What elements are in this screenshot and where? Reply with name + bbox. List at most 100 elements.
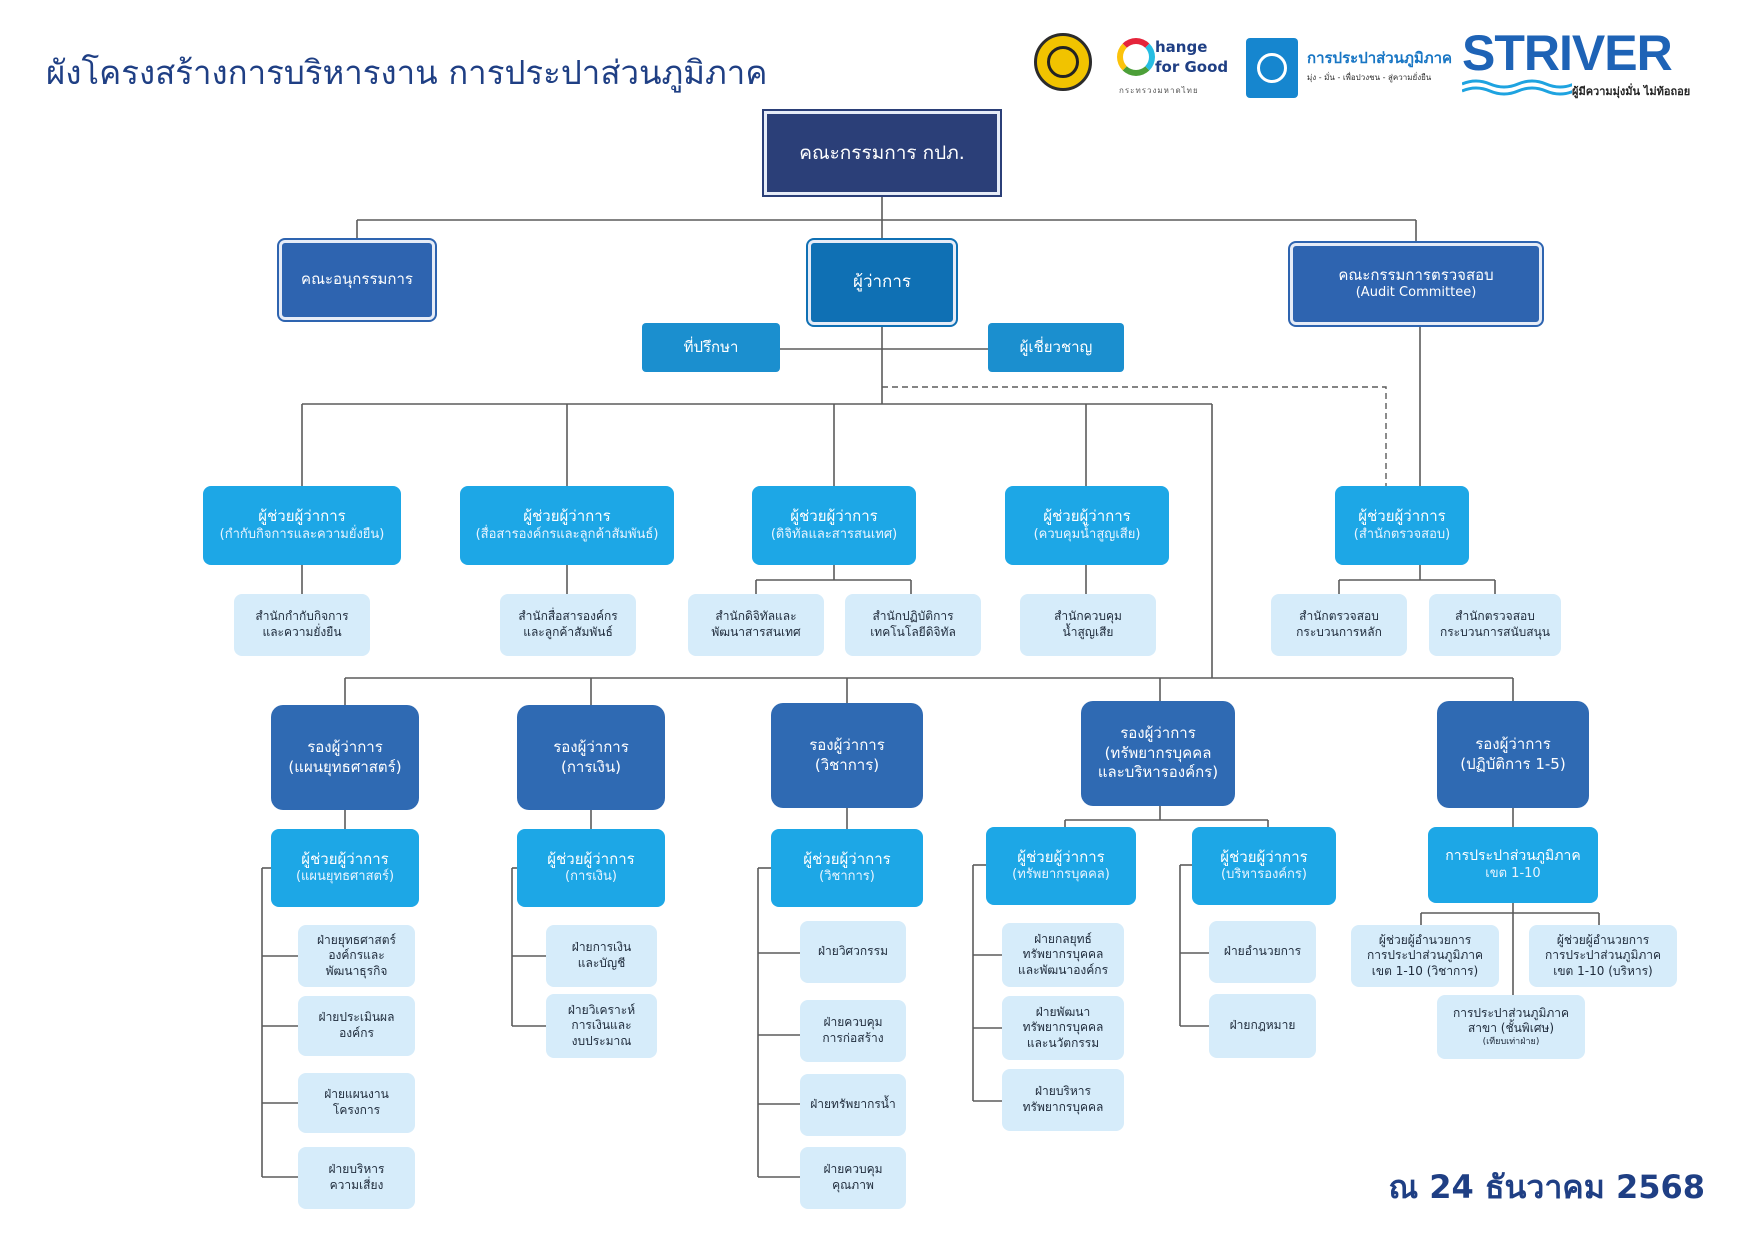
assistant-title: ผู้ช่วยผู้ว่าการ (258, 507, 346, 526)
office-line2: พัฒนาสารสนเทศ (711, 625, 801, 639)
division-line2: คุณภาพ (832, 1178, 874, 1192)
division-administration-box: ฝ่ายอำนวยการ (1209, 921, 1316, 983)
division-accounting-box: ฝ่ายการเงิน และบัญชี (546, 925, 657, 987)
division-line1: ฝ่ายพัฒนา (1035, 1004, 1091, 1019)
cfg-c-icon (1117, 38, 1155, 76)
deputy-title: รองผู้ว่าการ (809, 736, 885, 754)
division-line2: การก่อสร้าง (822, 1031, 884, 1045)
cfg-line2: for Good (1155, 58, 1229, 76)
deputy-title: รองผู้ว่าการ (553, 738, 629, 756)
deputy-title: รองผู้ว่าการ (307, 738, 383, 756)
dep-assistant-finance-box: ผู้ช่วยผู้ว่าการ (การเงิน) (517, 829, 665, 907)
expert-label: ผู้เชี่ยวชาญ (1019, 337, 1093, 356)
division-line2: การเงินและ (571, 1018, 632, 1033)
assistant-sub: (วิชาการ) (819, 869, 875, 885)
deputy-hr-box: รองผู้ว่าการ (ทรัพยากรบุคคล และบริหารองค… (1081, 701, 1235, 806)
division-line1: ฝ่ายอำนวยการ (1223, 944, 1302, 959)
ops-line2: การประปาส่วนภูมิภาค (1366, 948, 1484, 963)
cfg-line1: hange (1155, 38, 1208, 56)
division-risk-box: ฝ่ายบริหาร ความเสี่ยง (298, 1147, 415, 1209)
deputy-title: รองผู้ว่าการ (1475, 735, 1551, 753)
division-line1: ฝ่ายทรัพยากรน้ำ (810, 1097, 896, 1112)
division-line1: ฝ่ายวิเคราะห์ (567, 1002, 636, 1017)
division-line1: ฝ่ายวิศวกรรม (818, 944, 888, 959)
division-line2: องค์กรและ (328, 948, 385, 963)
division-line2: ทรัพยากรบุคคล (1022, 947, 1104, 962)
deputy-sub: (วิชาการ) (814, 755, 880, 774)
division-line2: องค์กร (339, 1026, 374, 1040)
striver-logo: STRIVER (1462, 25, 1673, 81)
division-line3: และพัฒนาองค์กร (1017, 962, 1109, 977)
office-line2: กระบวนการหลัก (1296, 625, 1382, 639)
assistant-title: ผู้ช่วยผู้ว่าการ (301, 849, 389, 868)
division-line1: ฝ่ายแผนงาน (324, 1087, 389, 1102)
advisor-box: ที่ปรึกษา (642, 323, 780, 372)
division-line1: ฝ่ายควบคุม (823, 1162, 883, 1177)
assistant-title: ผู้ช่วยผู้ว่าการ (1220, 847, 1308, 866)
division-line1: ฝ่ายการเงิน (571, 940, 632, 955)
office-line2: น้ำสูญเสีย (1062, 625, 1114, 639)
ops-line1: ผู้ช่วยผู้อำนวยการ (1378, 932, 1472, 947)
office-line2: เทคโนโลยีดิจิทัล (870, 625, 956, 639)
division-line1: ฝ่ายประเมินผล (318, 1010, 395, 1025)
ops-line2: การประปาส่วนภูมิภาค (1544, 948, 1662, 963)
office-nrw-box: สำนักควบคุม น้ำสูญเสีย (1020, 594, 1156, 656)
division-line1: ฝ่ายบริหาร (1035, 1084, 1091, 1099)
expert-box: ผู้เชี่ยวชาญ (988, 323, 1124, 372)
deputy-operations-box: รองผู้ว่าการ (ปฏิบัติการ 1-5) (1437, 701, 1589, 808)
division-line1: ฝ่ายยุทธศาสตร์ (317, 932, 396, 947)
office-line1: สำนักตรวจสอบ (1455, 609, 1535, 624)
assistant-digital-box: ผู้ช่วยผู้ว่าการ (ดิจิทัลและสารสนเทศ) (752, 486, 916, 565)
governor-box: ผู้ว่าการ (808, 240, 956, 325)
division-line2: ความเสี่ยง (329, 1178, 384, 1192)
office-line2: และลูกค้าสัมพันธ์ (523, 625, 613, 639)
office-digital-dev-box: สำนักดิจิทัลและ พัฒนาสารสนเทศ (688, 594, 824, 656)
division-line3: พัฒนาธุรกิจ (325, 963, 388, 978)
division-line2: ทรัพยากรบุคคล (1022, 1100, 1104, 1114)
division-water-resources-box: ฝ่ายทรัพยากรน้ำ (800, 1074, 906, 1136)
audit-committee-sub: (Audit Committee) (1355, 285, 1477, 301)
board-box: คณะกรรมการ กปภ. (764, 111, 1000, 195)
ops-line1: การประปาส่วนภูมิภาค (1452, 1005, 1570, 1020)
audit-committee-title: คณะกรรมการตรวจสอบ (1338, 265, 1494, 284)
office-line1: สำนักตรวจสอบ (1299, 609, 1379, 624)
office-line1: สำนักสื่อสารองค์กร (518, 609, 618, 624)
dep-assistant-strategy-box: ผู้ช่วยผู้ว่าการ (แผนยุทธศาสตร์) (271, 829, 419, 907)
division-quality-box: ฝ่ายควบคุม คุณภาพ (800, 1147, 906, 1209)
division-line1: ฝ่ายบริหาร (328, 1162, 385, 1177)
audit-committee-box: คณะกรรมการตรวจสอบ (Audit Committee) (1290, 243, 1542, 325)
regional-line1: การประปาส่วนภูมิภาค (1445, 848, 1581, 865)
office-digital-ops-box: สำนักปฏิบัติการ เทคโนโลยีดิจิทัล (845, 594, 981, 656)
division-strategy-box: ฝ่ายยุทธศาสตร์ องค์กรและ พัฒนาธุรกิจ (298, 925, 415, 987)
as-of-date: ณ 24 ธันวาคม 2568 (1388, 1168, 1705, 1206)
office-governance-box: สำนักกำกับกิจการ และความยั่งยืน (234, 594, 370, 656)
division-line1: ฝ่ายกลยุทธ์ (1034, 931, 1092, 946)
division-line1: ฝ่ายควบคุม (823, 1015, 883, 1030)
division-line3: งบประมาณ (571, 1033, 632, 1048)
ops-special-branch-box: การประปาส่วนภูมิภาค สาขา (ชั้นพิเศษ) (เท… (1437, 995, 1585, 1059)
division-engineering-box: ฝ่ายวิศวกรรม (800, 921, 906, 983)
deputy-finance-box: รองผู้ว่าการ (การเงิน) (517, 705, 665, 810)
assistant-sub: (สำนักตรวจสอบ) (1353, 526, 1451, 542)
deputy-technical-box: รองผู้ว่าการ (วิชาการ) (771, 703, 923, 808)
regional-pwa-box: การประปาส่วนภูมิภาค เขต 1-10 (1428, 827, 1598, 903)
pwa-emblem-icon (1257, 53, 1287, 83)
assistant-audit-box: ผู้ช่วยผู้ว่าการ (สำนักตรวจสอบ) (1335, 486, 1469, 565)
assistant-sub: (บริหารองค์กร) (1221, 867, 1307, 883)
assistant-governance-box: ผู้ช่วยผู้ว่าการ (กำกับกิจการและความยั่ง… (203, 486, 401, 565)
assistant-sub: (แผนยุทธศาสตร์) (295, 869, 395, 885)
ops-line2: สาขา (ชั้นพิเศษ) (1467, 1021, 1555, 1036)
assistant-title: ผู้ช่วยผู้ว่าการ (1358, 507, 1446, 526)
division-hr-development-box: ฝ่ายพัฒนา ทรัพยากรบุคคล และนวัตกรรม (1002, 996, 1124, 1060)
pwa-name: การประปาส่วนภูมิภาค (1307, 49, 1453, 67)
page-title: ผังโครงสร้างการบริหารงาน การประปาส่วนภูม… (46, 53, 768, 92)
deputy-sub-line3: และบริหารองค์กร) (1097, 763, 1219, 782)
striver-tagline: ผู้มีความมุ่งมั่น ไม่ท้อถอย (1572, 85, 1691, 98)
deputy-sub: (แผนยุทธศาสตร์) (288, 757, 402, 776)
board-label: คณะกรรมการ กปภ. (799, 141, 965, 164)
division-line2: โครงการ (332, 1103, 381, 1117)
ops-assistant-technical-box: ผู้ช่วยผู้อำนวยการ การประปาส่วนภูมิภาค เ… (1351, 925, 1499, 987)
division-line1: ฝ่ายกฎหมาย (1229, 1018, 1296, 1033)
office-line1: สำนักควบคุม (1054, 609, 1122, 624)
